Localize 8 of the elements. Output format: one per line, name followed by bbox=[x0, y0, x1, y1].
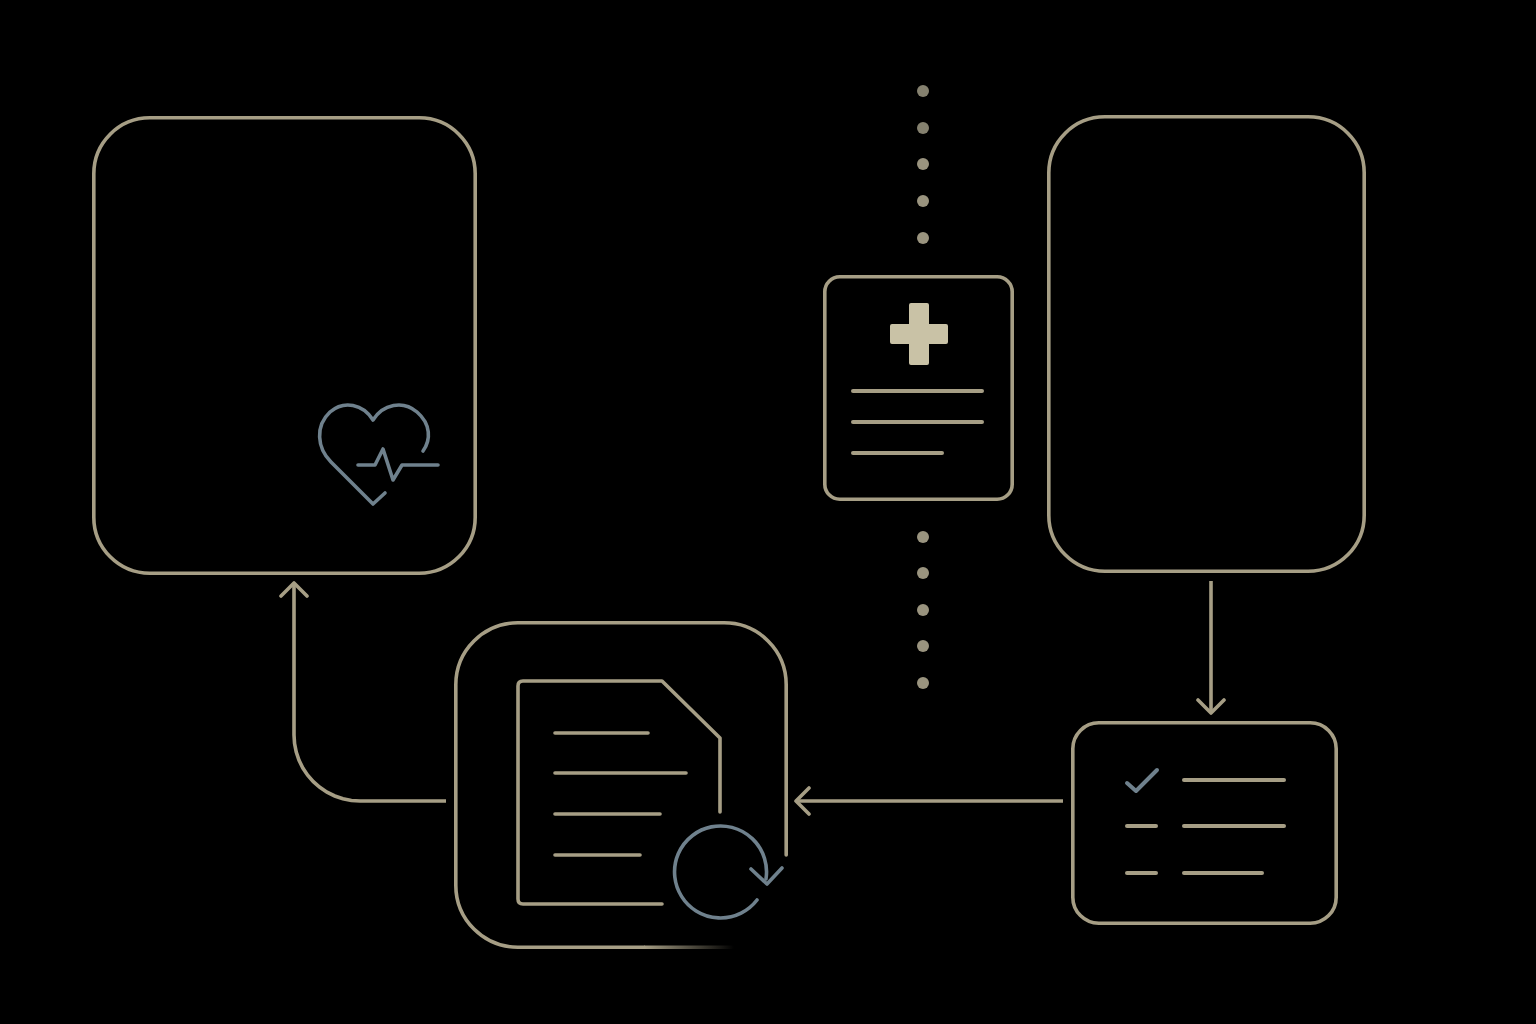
arrow bbox=[794, 786, 1063, 816]
rounded-panel bbox=[92, 116, 477, 575]
arrow bbox=[1196, 581, 1226, 715]
rounded-panel bbox=[1047, 115, 1366, 573]
document-panel bbox=[454, 621, 788, 949]
arrow bbox=[279, 581, 446, 803]
medical-card bbox=[823, 275, 1014, 501]
checklist-card bbox=[1071, 721, 1338, 925]
